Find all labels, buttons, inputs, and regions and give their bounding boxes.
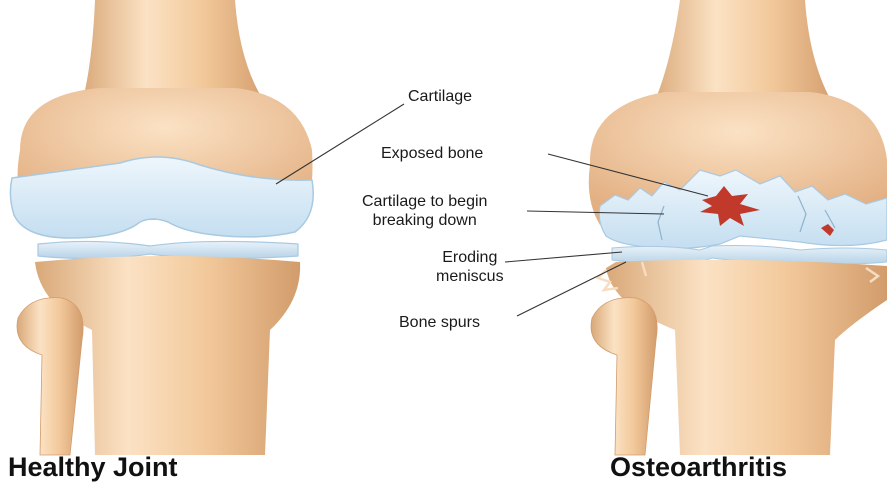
label-exposed-bone: Exposed bone [381,144,483,163]
oa-fibula [591,298,657,455]
label-cartilage: Cartilage [408,87,472,106]
healthy-fibula [17,298,83,455]
label-bone-spurs: Bone spurs [399,313,480,332]
healthy-joint-space [120,229,180,234]
healthy-meniscus [38,241,298,258]
label-cartilage-breaking-down: Cartilage to begin breaking down [362,192,487,230]
label-eroding-meniscus: Eroding meniscus [436,248,504,286]
title-healthy-joint: Healthy Joint [8,452,178,483]
title-osteoarthritis: Osteoarthritis [610,452,787,483]
leader-eroding-meniscus [505,252,622,262]
healthy-joint-illustration [10,0,313,455]
osteoarthritis-joint-illustration [589,0,887,455]
